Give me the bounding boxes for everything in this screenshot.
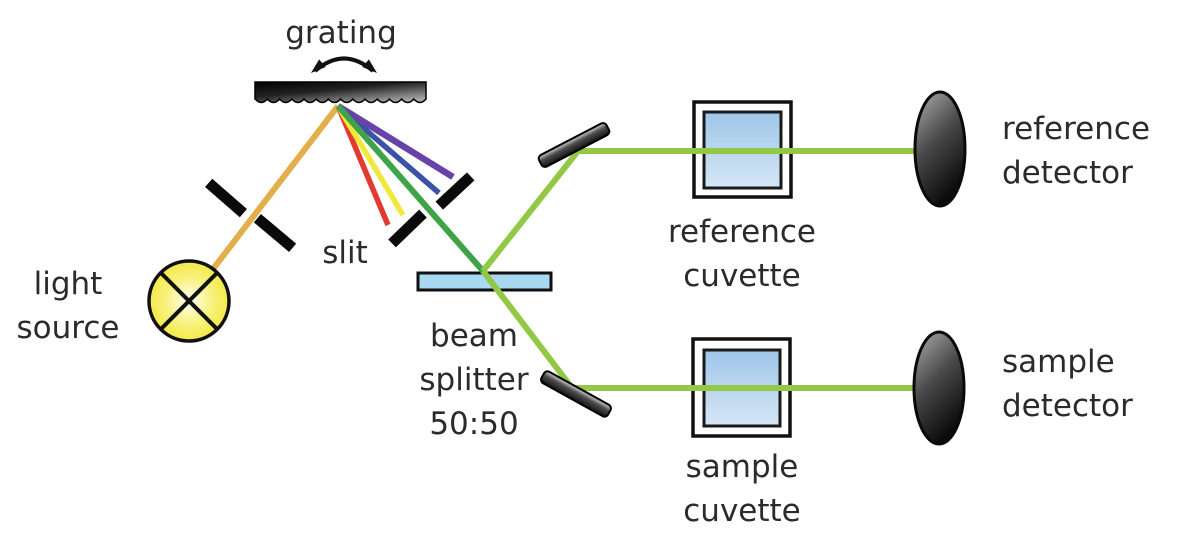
reference-cuvette-label: reference cuvette: [667, 214, 817, 294]
upper-fold-mirror: [537, 122, 611, 168]
entrance-slit-bar-upper: [205, 178, 247, 218]
exit-slit-bar-lower: [388, 209, 427, 248]
sample-detector-icon: [912, 330, 966, 446]
reflected-beam-to-upper-mirror: [480, 149, 581, 273]
dispersed-ray-green: [335, 104, 486, 273]
grating-rotation-arrow-icon: [311, 56, 377, 73]
dispersed-ray-yellow: [335, 104, 406, 217]
beam-splitter-label: beam splitter 50:50: [419, 318, 529, 442]
dispersed-ray-blue: [336, 103, 441, 196]
light-source-icon: [147, 259, 231, 343]
sample-detector-label: sample detector: [1002, 344, 1133, 424]
exit-slit-bar-upper: [435, 172, 475, 210]
reference-detector-label: reference detector: [1002, 111, 1151, 191]
light-source-label: light source: [16, 266, 120, 346]
grating-label: grating: [285, 15, 397, 51]
lower-fold-mirror: [540, 370, 612, 418]
transmitted-beam-to-lower-mirror: [480, 269, 575, 390]
slit-label: slit: [322, 235, 368, 271]
sample-cuvette-label: sample cuvette: [683, 449, 801, 529]
source-beam: [210, 104, 341, 271]
reference-detector-icon: [913, 90, 967, 208]
dispersed-ray-red: [335, 104, 391, 227]
grating-bar: [254, 81, 427, 104]
dispersed-ray-purple: [336, 103, 455, 180]
entrance-slit-bar-lower: [253, 214, 297, 252]
